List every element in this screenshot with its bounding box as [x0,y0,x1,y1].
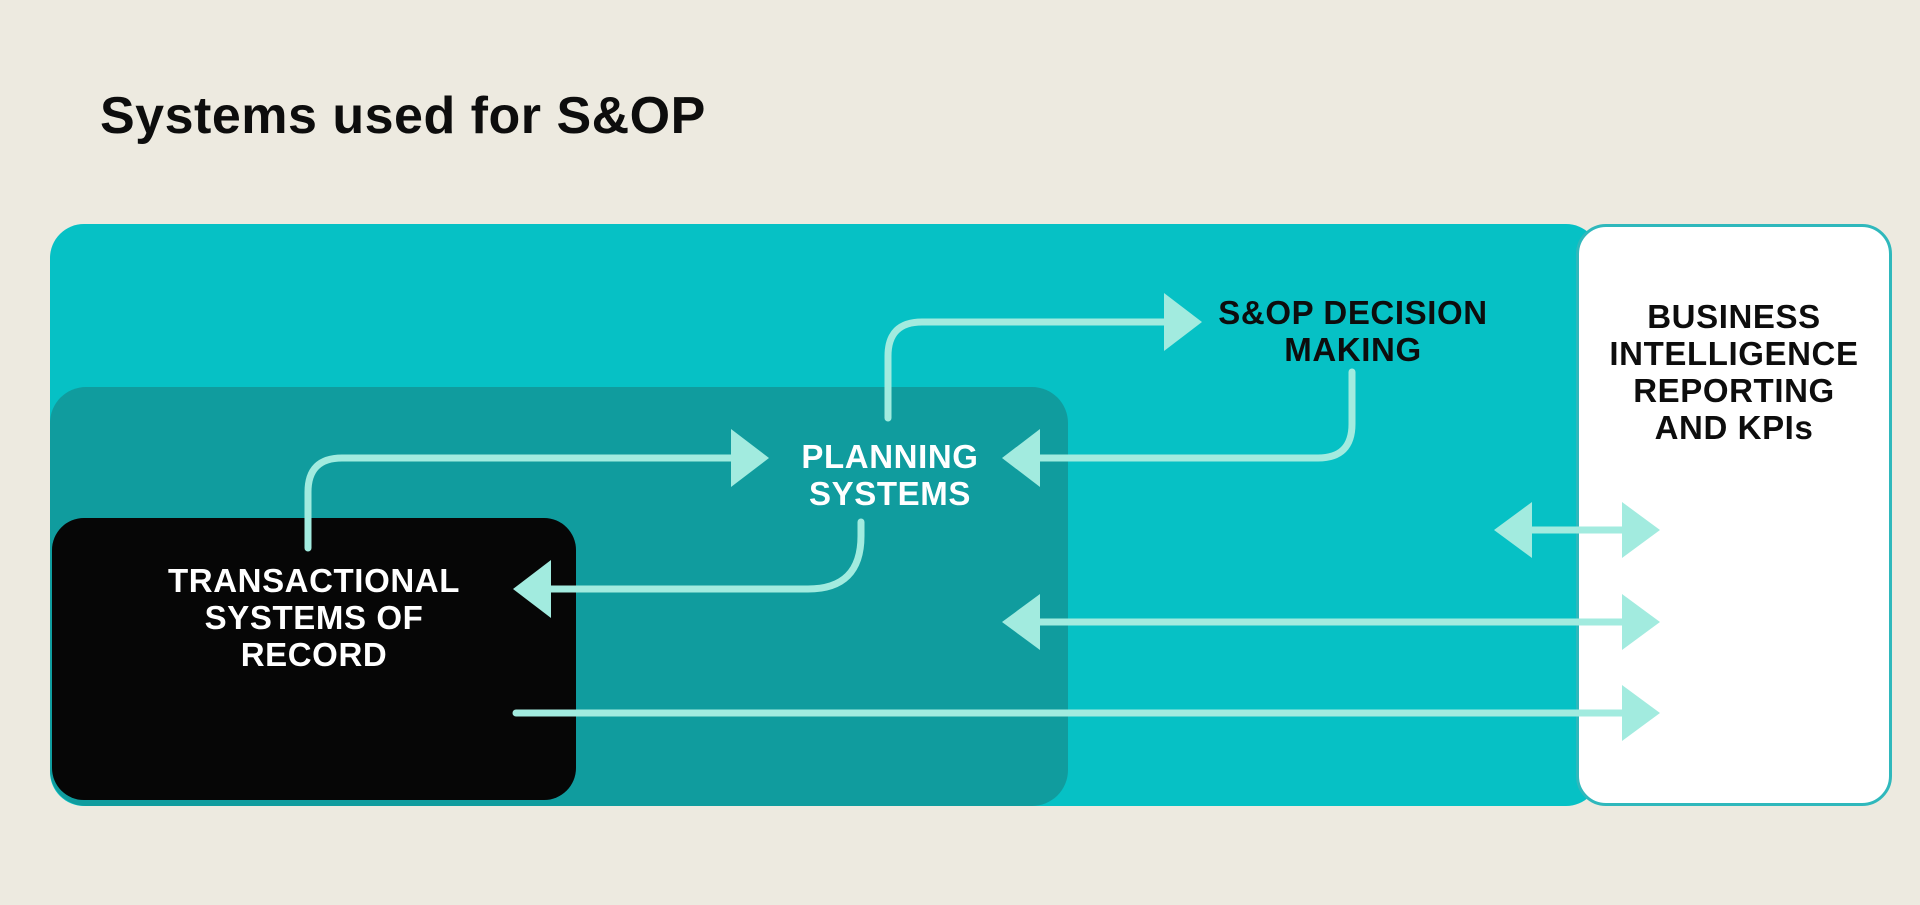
bi-label-line-4: AND KPIs [1654,409,1814,446]
transactional-label-line-2: SYSTEMS OF [204,599,424,636]
planning-label-line-1: PLANNING [801,438,979,475]
bi-label-line-3: REPORTING [1633,372,1835,409]
transactional-label-line-1: TRANSACTIONAL [168,562,460,599]
transactional-systems-label: TRANSACTIONAL SYSTEMS OF RECORD [168,562,460,673]
planning-systems-label: PLANNING SYSTEMS [801,438,978,512]
transactional-systems-box [52,518,576,800]
sop-label-line-2: MAKING [1284,331,1422,368]
bi-label-line-2: INTELLIGENCE [1609,335,1859,372]
sop-label-line-1: S&OP DECISION [1218,294,1488,331]
bi-label-line-1: BUSINESS [1647,298,1821,335]
page-title: Systems used for S&OP [100,87,706,145]
transactional-label-line-3: RECORD [240,636,388,673]
business-intelligence-label: BUSINESS INTELLIGENCE REPORTING AND KPIs [1609,298,1858,446]
sop-decision-making-label: S&OP DECISION MAKING [1218,294,1487,368]
planning-label-line-2: SYSTEMS [809,475,971,512]
